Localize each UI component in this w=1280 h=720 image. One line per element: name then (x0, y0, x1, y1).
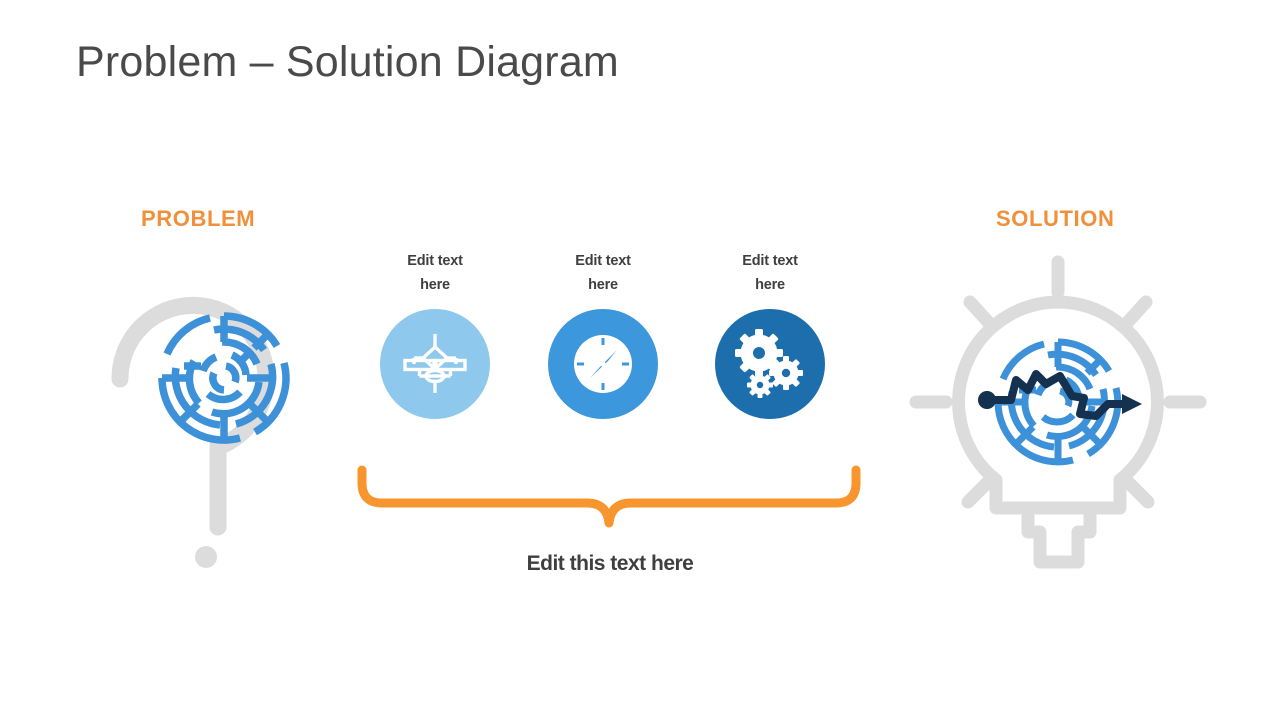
circular-maze (158, 312, 290, 444)
solution-graphic (888, 250, 1228, 590)
question-mark-maze-icon (111, 296, 290, 568)
step-circle-2[interactable] (548, 308, 658, 419)
lightbulb-maze-solved-icon (909, 255, 1207, 569)
solution-path (978, 370, 1142, 420)
bottom-caption: Edit this text here (526, 552, 694, 575)
solved-maze (994, 338, 1122, 466)
step-circle-3[interactable] (715, 308, 825, 419)
curly-brace-down-icon (357, 465, 861, 528)
step-label-2: Edit text here (575, 253, 631, 293)
question-mark-dot (195, 546, 217, 568)
problem-section-label: PROBLEM (141, 206, 256, 231)
step-item-2[interactable]: Edit text here (523, 250, 683, 419)
step-label-1: Edit text here (407, 253, 463, 293)
page-title: Problem – Solution Diagram (76, 38, 619, 86)
step-circle-1[interactable] (380, 308, 490, 419)
gears-icon (735, 328, 803, 398)
bulb-outline (952, 295, 1164, 569)
step-item-3[interactable]: Edit text here (690, 250, 850, 419)
solution-section-label: SOLUTION (996, 206, 1115, 231)
brace-wrapper (357, 465, 862, 535)
step-item-1[interactable]: Edit text here (355, 250, 515, 419)
bulb-rays (909, 255, 1207, 509)
problem-graphic (108, 265, 338, 575)
step-label-3: Edit text here (742, 253, 798, 293)
flowchart-icon (403, 333, 467, 393)
compass-icon (574, 334, 632, 393)
steps-group: Edit text here (355, 250, 865, 450)
